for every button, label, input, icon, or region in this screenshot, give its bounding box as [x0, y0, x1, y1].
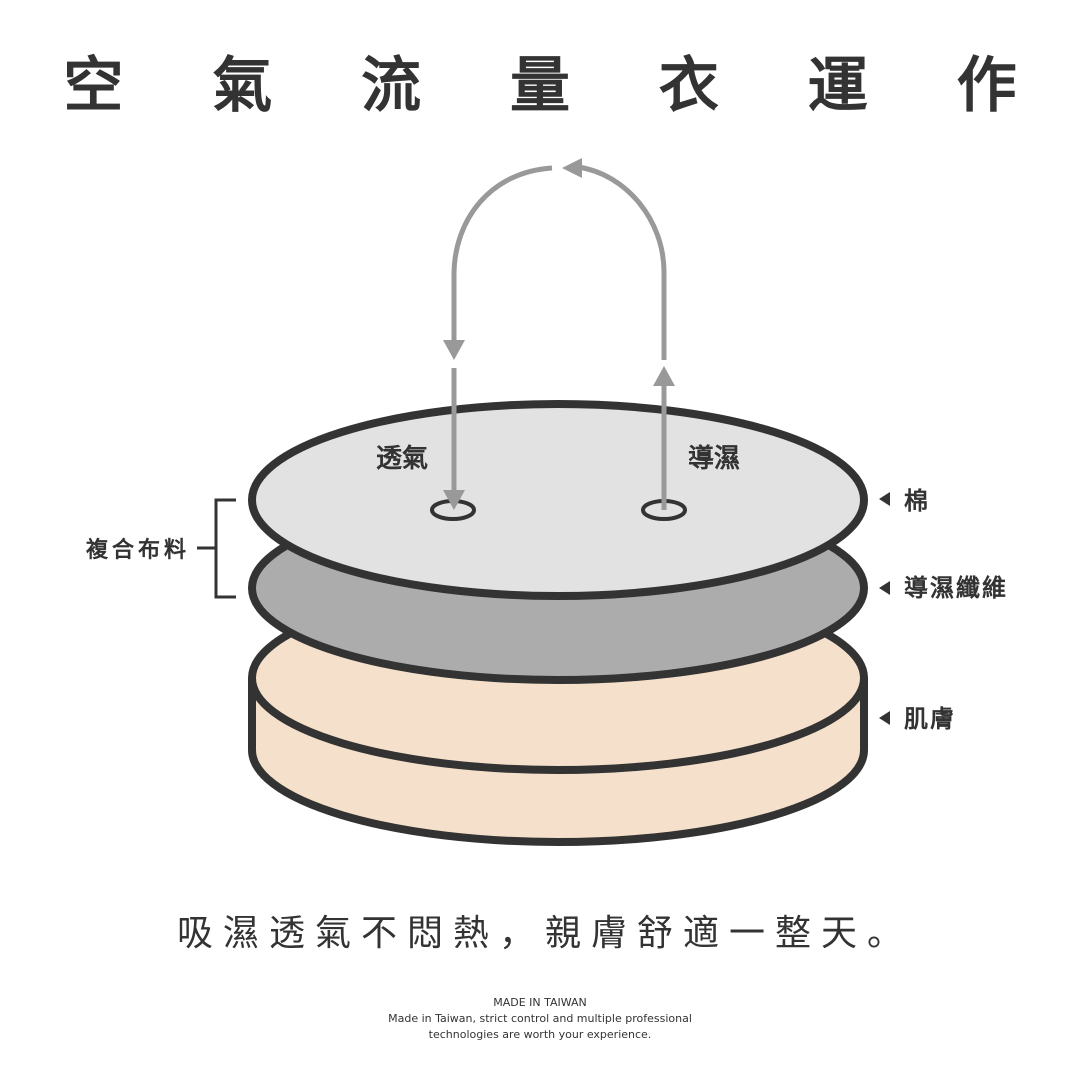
tagline: 吸濕透氣不悶熱，親膚舒適一整天。: [0, 912, 1080, 956]
moisture-wicking-label: 導濕: [688, 443, 740, 474]
skin-label: 肌膚: [904, 705, 956, 733]
skin-pointer-icon: [879, 711, 890, 725]
breathable-label: 透氣: [376, 443, 428, 474]
footer-description-line2: technologies are worth your experience.: [0, 1027, 1080, 1043]
composite-fabric-label: 複合布料: [86, 537, 190, 563]
cotton-label: 棉: [904, 487, 928, 515]
footer: MADE IN TAIWAN Made in Taiwan, strict co…: [0, 995, 1080, 1043]
cotton-pointer-icon: [879, 492, 890, 506]
moisture-fiber-label: 導濕纖維: [904, 574, 1008, 602]
fiber-pointer-icon: [879, 581, 890, 595]
footer-made-in-taiwan: MADE IN TAIWAN: [0, 995, 1080, 1011]
cotton-layer: [252, 404, 864, 596]
footer-description-line1: Made in Taiwan, strict control and multi…: [0, 1011, 1080, 1027]
composite-fabric-bracket: [197, 500, 236, 597]
